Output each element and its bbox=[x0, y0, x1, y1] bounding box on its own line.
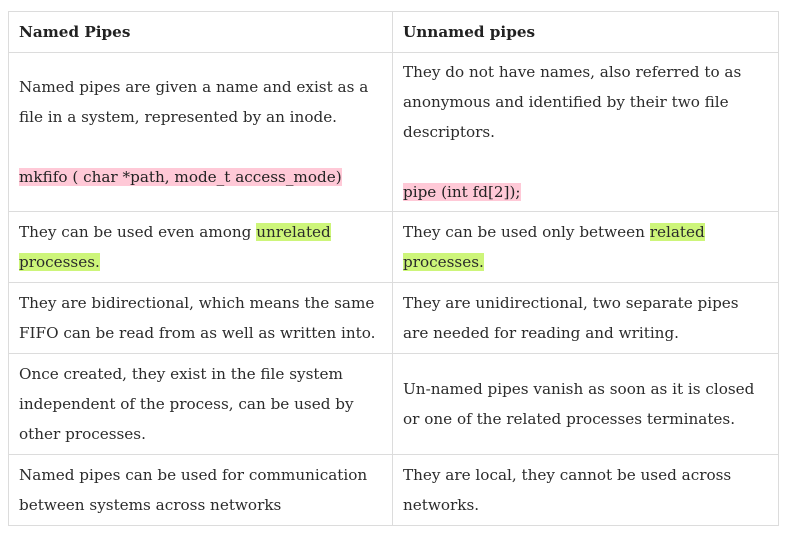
unnamed-cell: They are local, they cannot be used acro… bbox=[392, 454, 779, 526]
unnamed-code-snippet: pipe (int fd[2]); bbox=[403, 183, 521, 201]
table-row: Named pipes are given a name and exist a… bbox=[8, 52, 779, 212]
table-row: They are bidirectional, which means the … bbox=[8, 282, 779, 354]
header-named-pipes: Named Pipes bbox=[8, 11, 393, 53]
unnamed-cell: Un-named pipes vanish as soon as it is c… bbox=[392, 353, 779, 455]
table-row: They can be used even among unrelated pr… bbox=[8, 211, 779, 283]
header-unnamed-pipes: Unnamed pipes bbox=[392, 11, 779, 53]
spacer bbox=[403, 147, 768, 177]
spacer bbox=[19, 132, 382, 162]
named-cell: Named pipes can be used for communicatio… bbox=[8, 454, 393, 526]
table-body: Named pipes are given a name and exist a… bbox=[8, 52, 779, 526]
unnamed-cell: They do not have names, also referred to… bbox=[392, 52, 779, 212]
comparison-table: Named Pipes Unnamed pipes Named pipes ar… bbox=[8, 11, 779, 526]
header-row: Named Pipes Unnamed pipes bbox=[8, 11, 779, 53]
named-description: Named pipes are given a name and exist a… bbox=[19, 78, 369, 126]
unnamed-description: They do not have names, also referred to… bbox=[403, 63, 742, 141]
named-cell: Once created, they exist in the file sys… bbox=[8, 353, 393, 455]
named-text: They can be used even among bbox=[19, 223, 257, 241]
unnamed-text: They can be used only between bbox=[403, 223, 650, 241]
unnamed-cell: They can be used only between related pr… bbox=[392, 211, 779, 283]
named-cell: Named pipes are given a name and exist a… bbox=[8, 52, 393, 212]
named-code-snippet: mkfifo ( char *path, mode_t access_mode) bbox=[19, 168, 342, 186]
table-header: Named Pipes Unnamed pipes bbox=[8, 11, 779, 53]
named-cell: They can be used even among unrelated pr… bbox=[8, 211, 393, 283]
unnamed-cell: They are unidirectional, two separate pi… bbox=[392, 282, 779, 354]
table-row: Once created, they exist in the file sys… bbox=[8, 353, 779, 455]
table-row: Named pipes can be used for communicatio… bbox=[8, 454, 779, 526]
named-cell: They are bidirectional, which means the … bbox=[8, 282, 393, 354]
